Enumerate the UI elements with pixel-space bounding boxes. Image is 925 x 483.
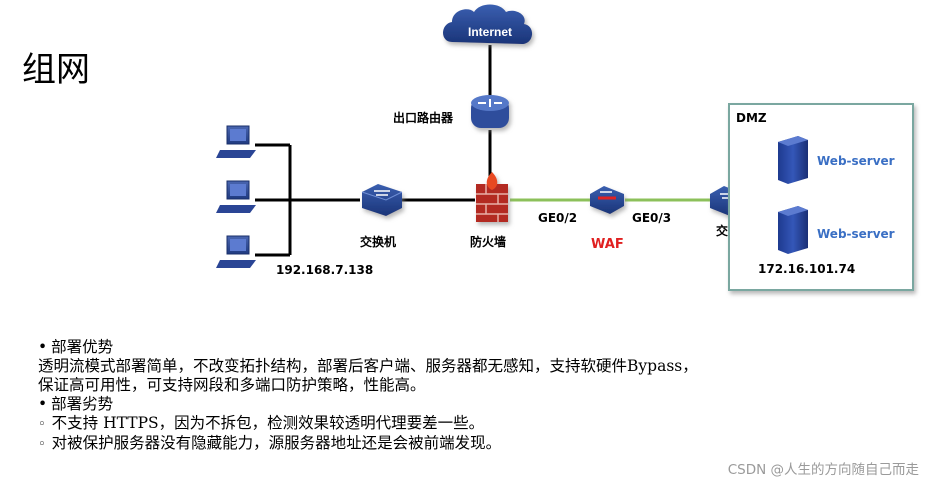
advantages-line-2: 保证高可用性，可支持网段和多端口防护策略，性能高。	[38, 376, 426, 394]
advantages-line-1: 透明流模式部署简单，不改变拓扑结构，部署后客户端、服务器都无感知，支持软硬件By…	[38, 357, 698, 375]
disadvantage-item-1: 不支持 HTTPS，因为不拆包，检测效果较透明代理要差一些。	[38, 414, 858, 434]
firewall-icon	[476, 172, 508, 222]
disadvantage-1-text: 不支持 HTTPS，因为不拆包，检测效果较透明代理要差一些。	[51, 414, 485, 432]
watermark: CSDN @人生的方向随自己而走	[727, 462, 919, 478]
dmz-zone	[728, 103, 914, 291]
dmz-label: DMZ	[736, 111, 767, 125]
firewall-label: 防火墙	[470, 234, 506, 249]
port-left-label: GE0/2	[538, 211, 577, 225]
lan-ip-label: 192.168.7.138	[276, 263, 373, 277]
port-right-label: GE0/3	[632, 211, 671, 225]
internet-cloud-icon	[443, 4, 533, 44]
switch-icon	[361, 184, 403, 216]
page-title: 组网	[22, 50, 90, 90]
server-icon	[778, 136, 808, 184]
disadvantages-heading: 部署劣势	[38, 395, 858, 414]
advantages-heading: 部署优势	[38, 338, 858, 357]
server1-label: Web-server	[817, 154, 895, 168]
switch-left-label: 交换机	[360, 234, 396, 249]
computer-icon	[216, 180, 256, 213]
waf-label: WAF	[591, 237, 624, 252]
computer-icon	[216, 235, 256, 268]
server-icon	[778, 206, 808, 254]
advantages-heading-text: 部署优势	[51, 338, 114, 356]
disadvantage-item-2: 对被保护服务器没有隐藏能力，源服务器地址还是会被前端发现。	[38, 434, 858, 454]
router-label: 出口路由器	[393, 110, 454, 125]
dmz-ip-label: 172.16.101.74	[758, 262, 855, 276]
server2-label: Web-server	[817, 227, 895, 241]
disadvantages-heading-text: 部署劣势	[51, 395, 114, 413]
disadvantage-2-text: 对被保护服务器没有隐藏能力，源服务器地址还是会被前端发现。	[51, 434, 502, 452]
computer-icon	[216, 125, 256, 158]
internet-label: Internet	[468, 25, 512, 39]
notes-section: 部署优势 透明流模式部署简单，不改变拓扑结构，部署后客户端、服务器都无感知，支持…	[38, 338, 858, 454]
router-icon	[471, 95, 509, 128]
network-diagram: Internet 出口路由器 交换机 192.168.7.138 防火墙	[216, 4, 914, 291]
links	[255, 45, 712, 257]
waf-device-icon	[590, 186, 624, 214]
